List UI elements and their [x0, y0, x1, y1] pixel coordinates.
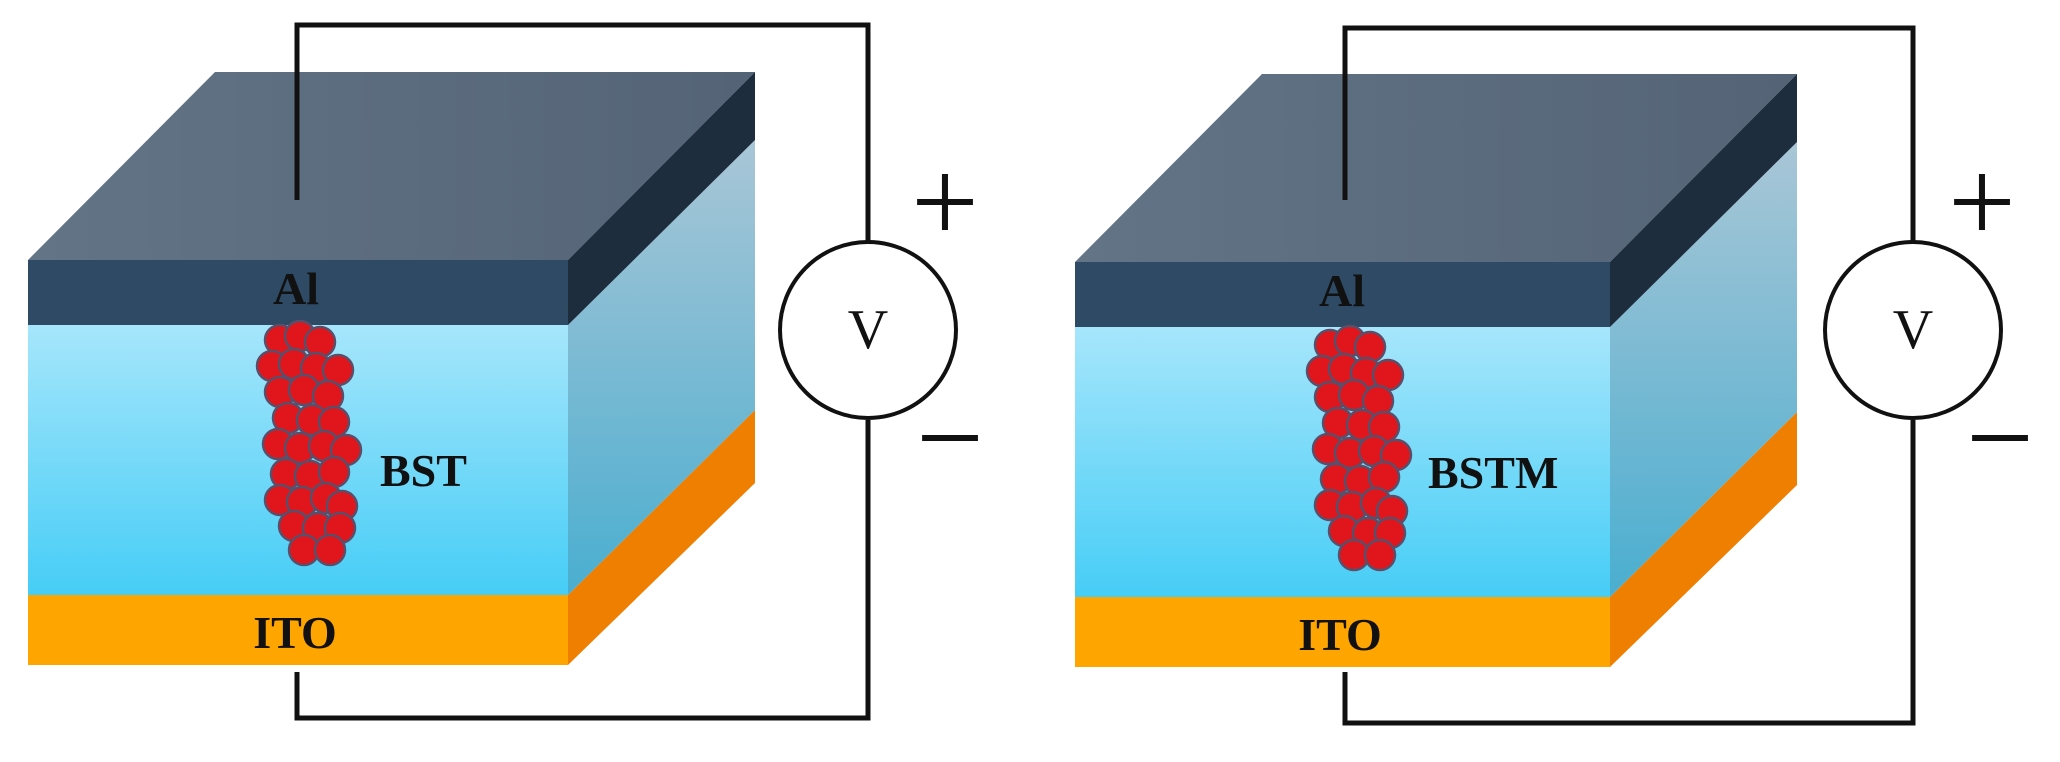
circuit-wire-bottom: [294, 420, 871, 721]
top-electrode-label: Al: [1319, 265, 1365, 316]
al-front-face: [28, 260, 568, 325]
ito-front-face: [28, 595, 568, 665]
circuit-wire-bottom: [1342, 420, 1916, 726]
al-front-face: [1075, 262, 1610, 327]
dielectric-label: BSTM: [1428, 447, 1558, 498]
negative-terminal-label: −: [916, 371, 984, 504]
positive-terminal-label: +: [1948, 135, 2016, 268]
bstm-device: Al BSTM ITO V + −: [1075, 25, 2034, 726]
bottom-electrode-label: ITO: [1298, 609, 1382, 660]
voltmeter: [778, 240, 958, 420]
dielectric-side-face: [568, 140, 755, 595]
al-side-face: [568, 72, 755, 325]
al-top-face: [28, 72, 755, 260]
bst-device: Al BST ITO V + −: [28, 22, 984, 721]
top-electrode-label: Al: [273, 263, 319, 314]
bottom-electrode-label: ITO: [253, 607, 337, 658]
dielectric-side-face: [1610, 142, 1797, 597]
negative-terminal-label: −: [1966, 371, 2034, 504]
ito-front-face: [1075, 597, 1610, 667]
al-top-face: [1075, 74, 1797, 262]
al-side-face: [1610, 74, 1797, 327]
ito-side-face: [1610, 412, 1797, 667]
positive-terminal-label: +: [911, 135, 979, 268]
voltmeter: [1823, 240, 2003, 420]
voltmeter-label: V: [1893, 299, 1933, 361]
ito-side-face: [568, 410, 755, 665]
voltmeter-label: V: [848, 299, 888, 361]
dielectric-label: BST: [380, 445, 467, 496]
